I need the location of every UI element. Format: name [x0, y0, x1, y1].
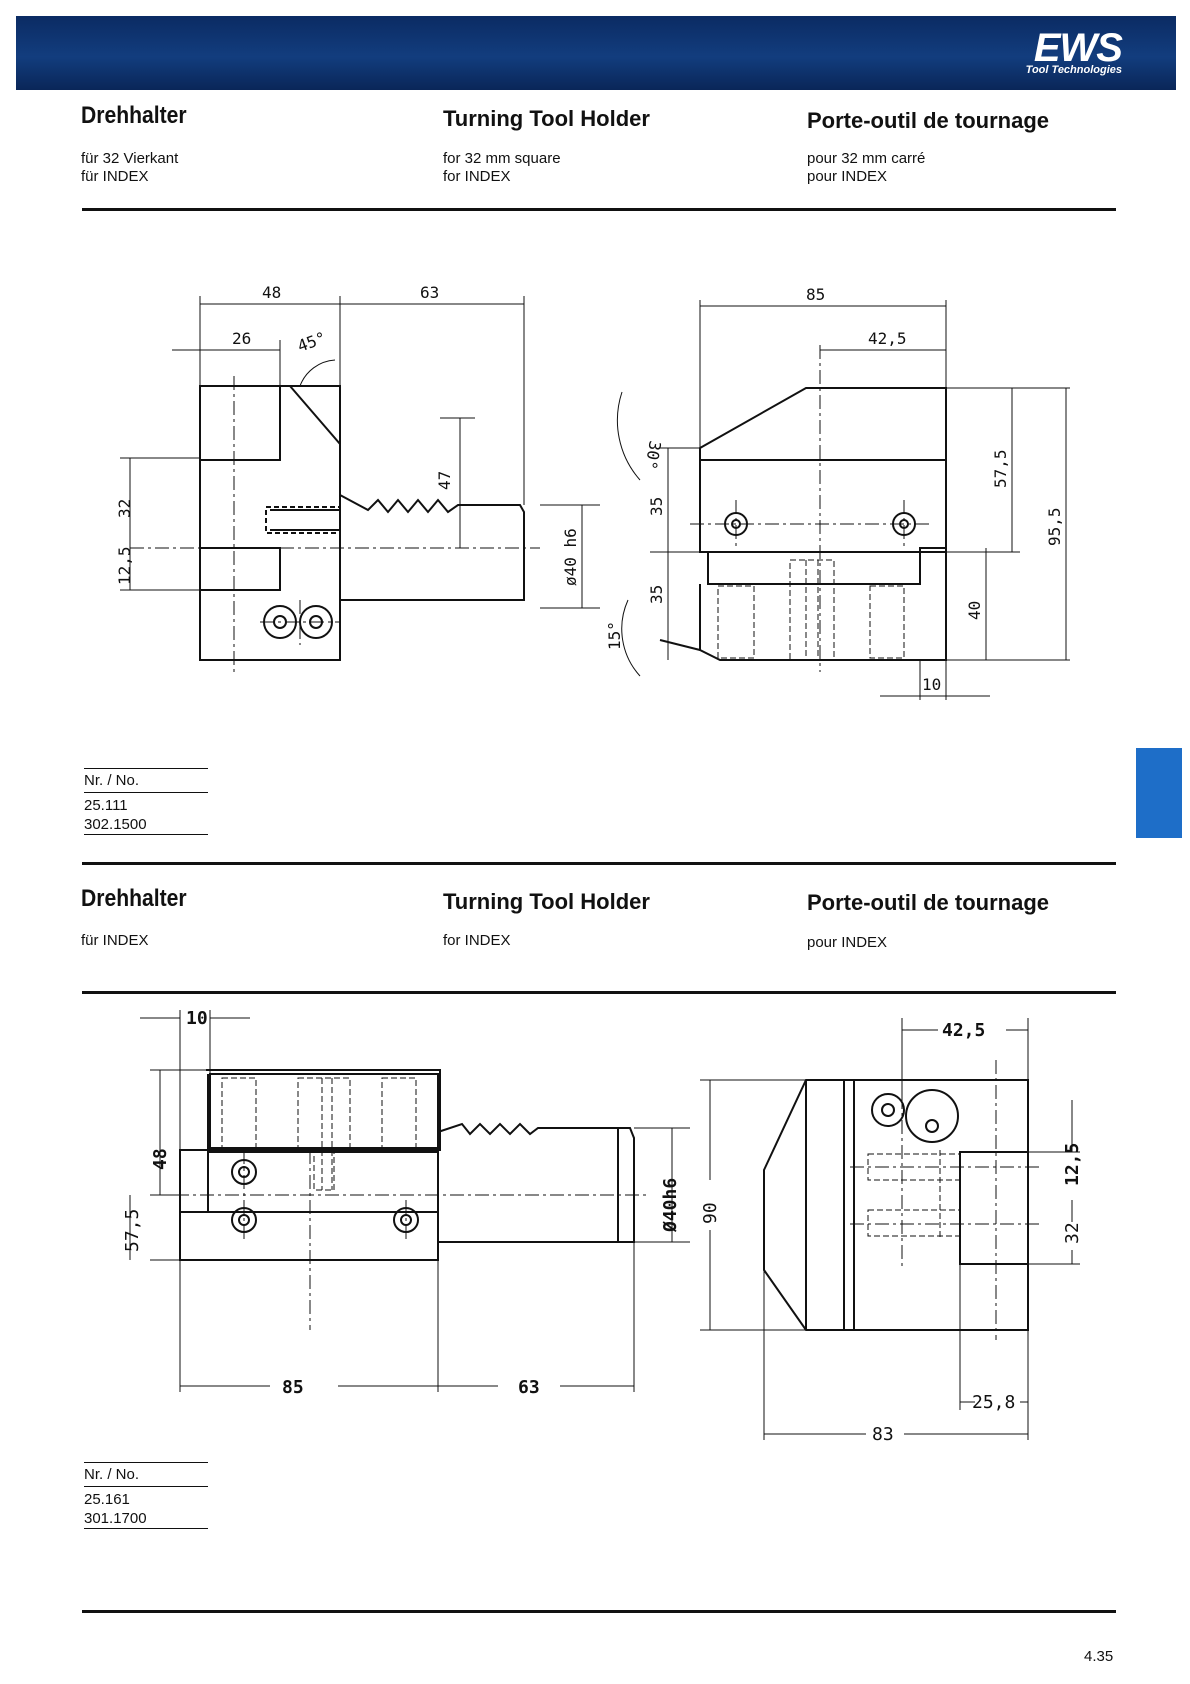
section-tab-marker: [1136, 748, 1182, 838]
s2-nr-2: 301.1700: [84, 1510, 147, 1527]
s2-dim-10: 10: [186, 1008, 208, 1029]
s1-side-view: [199, 385, 525, 661]
s1-front-view-dimlines: [616, 300, 1070, 700]
s2-side-view: [179, 1069, 635, 1261]
s1-dim-40h6: ø40 h6: [561, 528, 580, 586]
s2-side-view-centerlines: [150, 1150, 650, 1330]
s2-title-en: Turning Tool Holder: [443, 889, 650, 914]
s2-front-view-centerlines: [850, 1020, 1040, 1340]
s2-dim-63: 63: [518, 1377, 540, 1398]
page-number: 4.35: [1084, 1648, 1114, 1665]
s1-nr-1: 25.111: [84, 797, 128, 814]
s1-dim-955: 95,5: [1045, 507, 1064, 546]
s1-dim-32: 32: [115, 499, 134, 518]
s1-title-de: Drehhalter: [81, 102, 187, 129]
s1-dim-425: 42,5: [868, 329, 907, 348]
s2-dim-40h6: Ø40h6: [660, 1178, 681, 1233]
brand-tagline: Tool Technologies: [1025, 64, 1122, 76]
s2-title-fr: Porte-outil de tournage: [807, 890, 1049, 915]
brand-name: EWS: [1033, 26, 1123, 70]
s2-dim-48: 48: [150, 1148, 171, 1170]
s1-dim-63: 63: [420, 283, 439, 302]
s1-front-view-centerlines: [690, 345, 930, 672]
s1-bottom-rule: [82, 862, 1116, 865]
s1-dim-85: 85: [806, 285, 825, 304]
s2-sub-de: für INDEX: [81, 932, 149, 949]
s1-dim-47: 47: [435, 471, 454, 490]
s2-side-view-dimlines: [129, 1010, 690, 1392]
s1-dim-125: 12,5: [115, 546, 134, 585]
s2-dim-32: 32: [1062, 1222, 1083, 1244]
s2-dim-425: 42,5: [942, 1020, 985, 1041]
s2-order-number-box: Nr. / No. 25.161 301.1700: [84, 1462, 208, 1529]
s1-sub-en-1: for 32 mm square: [443, 150, 561, 167]
s1-sub-de-2: für INDEX: [81, 168, 149, 185]
s1-nr-label: Nr. / No.: [84, 772, 140, 789]
s2-nr-label: Nr. / No.: [84, 1466, 140, 1483]
s1-title-fr: Porte-outil de tournage: [807, 108, 1049, 133]
s1-sub-fr-2: pour INDEX: [807, 168, 888, 185]
s1-dim-10: 10: [922, 675, 941, 694]
s1-dim-35b: 35: [647, 585, 666, 604]
s1-dim-575: 57,5: [991, 449, 1010, 488]
s2-side-view-hidden: [221, 1077, 417, 1191]
s2-dim-125: 12,5: [1062, 1143, 1083, 1186]
s1-top-rule: [82, 208, 1116, 211]
s1-sub-de-1: für 32 Vierkant: [81, 150, 179, 167]
s2-nr-1: 25.161: [84, 1491, 130, 1508]
s2-dim-575: 57,5: [122, 1209, 143, 1252]
s1-front-view-hidden: [717, 559, 905, 661]
s2-front-view-dimlines: [700, 1018, 1080, 1440]
s2-title-de: Drehhalter: [81, 885, 187, 912]
s1-dim-30: 30°: [641, 439, 665, 471]
s2-dim-83: 83: [872, 1424, 894, 1445]
s1-dim-26: 26: [232, 329, 251, 348]
s2-dim-258: 25,8: [972, 1392, 1015, 1413]
s2-top-rule: [82, 991, 1116, 994]
s2-dim-85: 85: [282, 1377, 304, 1398]
s1-sub-fr-1: pour 32 mm carré: [807, 150, 926, 167]
s1-order-number-box: Nr. / No. 25.111 302.1500: [84, 768, 208, 835]
brand-logo: EWS Tool Technologies: [1025, 26, 1123, 76]
s1-dim-15: 15°: [605, 621, 624, 650]
footer-rule: [82, 1610, 1116, 1613]
s1-side-view-centerlines: [130, 376, 540, 672]
s1-sub-en-2: for INDEX: [443, 168, 511, 185]
s2-sub-fr: pour INDEX: [807, 934, 888, 951]
header-band: [16, 16, 1176, 90]
s1-nr-2: 302.1500: [84, 816, 147, 833]
s1-side-view-dimlines: [120, 296, 600, 609]
s1-dim-40: 40: [965, 601, 984, 620]
s1-dim-35a: 35: [647, 497, 666, 516]
s2-sub-en: for INDEX: [443, 932, 511, 949]
s2-front-view-hidden: [867, 1150, 961, 1240]
s1-dim-48: 48: [262, 283, 281, 302]
s2-dim-90: 90: [700, 1202, 721, 1224]
s1-title-en: Turning Tool Holder: [443, 106, 650, 131]
s2-front-view: [763, 1079, 1029, 1331]
